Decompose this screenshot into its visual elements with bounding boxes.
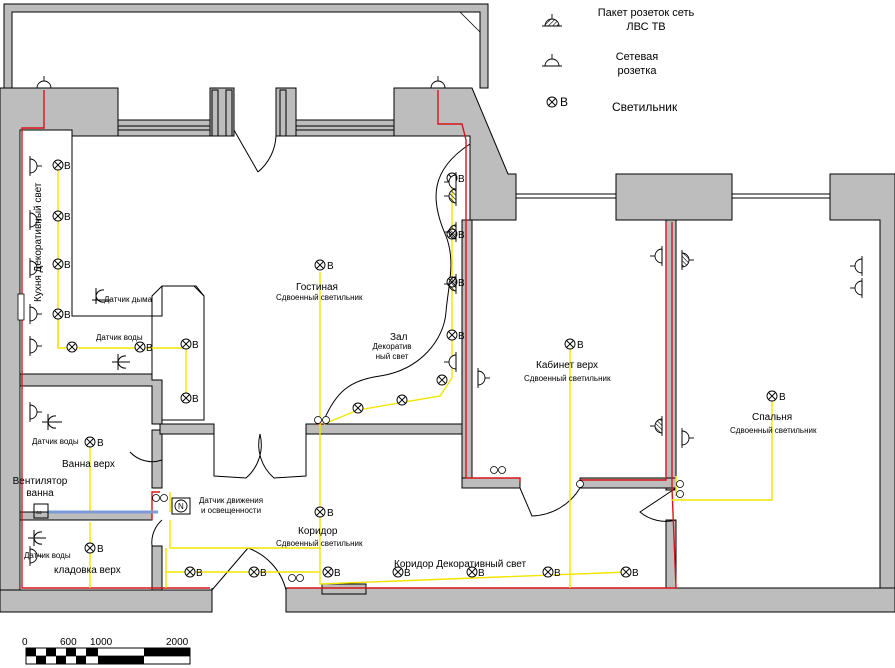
windows (118, 89, 830, 199)
svg-text:B: B (632, 568, 639, 579)
top-right-wall (393, 87, 517, 221)
svg-text:B: B (577, 340, 584, 351)
svg-text:B: B (260, 568, 267, 579)
hall-decorative-curve (323, 143, 471, 421)
svg-text:B: B (334, 568, 341, 579)
scale-label-1000: 1000 (90, 637, 113, 648)
svg-text:B: B (97, 544, 104, 555)
water-sensor-label-bath: Датчик воды (32, 437, 79, 446)
doors (129, 129, 677, 612)
hall-label: Зал (390, 332, 408, 343)
bottom-wall (0, 589, 213, 613)
svg-text:B: B (327, 508, 334, 519)
fan-label: Вентилятор ванна (12, 476, 68, 499)
scale-label-0: 0 (22, 637, 28, 648)
study-label: Кабинет верх (536, 359, 598, 371)
svg-text:B: B (404, 568, 411, 579)
scale-bar: 0 600 1000 2000 (22, 637, 191, 665)
svg-text:B: B (458, 278, 465, 289)
hall-deco-label: Декоратив ный свет (372, 342, 412, 361)
svg-text:B: B (458, 230, 465, 241)
motion-sensor-label: Датчик движения и освещенности (198, 496, 264, 515)
svg-text:B: B (192, 340, 199, 351)
room-labels: Кухня Декоративный свет Датчик дыма Датч… (12, 182, 817, 576)
bath-label: Ванна верх (62, 459, 115, 470)
svg-text:B: B (64, 161, 71, 172)
svg-text:B: B (560, 95, 568, 109)
water-sensor-label-storage: Датчик воды (24, 551, 71, 560)
svg-text:B: B (779, 392, 786, 403)
study-lamp-label: Сдвоенный светильник (524, 374, 611, 383)
svg-text:B: B (554, 568, 561, 579)
corridor-deco-label: Коридор Декоративный свет (394, 559, 527, 570)
svg-text:B: B (192, 394, 199, 405)
legend-lamp-label: Светильник (612, 100, 678, 114)
water-sensor-label-kitchen: Датчик воды (96, 333, 143, 342)
svg-text:B: B (64, 260, 71, 271)
lamp-marks: B B B B B B B B B B B B B B B B B B B B B B B B (64, 161, 786, 579)
bedroom-label: Спальня (752, 412, 792, 423)
svg-text:B: B (458, 331, 465, 342)
svg-text:B: B (64, 212, 71, 223)
svg-text:∞: ∞ (36, 508, 42, 517)
svg-text:B: B (478, 568, 485, 579)
svg-text:B: B (458, 174, 465, 185)
living-room-lamp-label: Сдвоенный светильник (276, 293, 363, 302)
svg-text:B: B (97, 438, 104, 449)
legend: B Пакет розеток сеть ЛВС ТВ Сетевая розе… (541, 7, 695, 114)
light-lines (57, 165, 773, 588)
corridor-lamp-label: Сдвоенный светильник (276, 539, 363, 548)
svg-text:N: N (178, 502, 184, 511)
svg-text:B: B (64, 310, 71, 321)
legend-socket-label: Сетевая розетка (615, 51, 659, 77)
scale-label-2000: 2000 (166, 637, 189, 648)
right-wall (829, 173, 895, 613)
kitchen-label: Кухня Декоративный свет (33, 182, 44, 302)
svg-text:B: B (327, 261, 334, 272)
balcony-wall (3, 3, 489, 89)
smoke-sensor-label: Датчик дыма (104, 295, 153, 304)
bedroom-lamp-label: Сдвоенный светильник (730, 426, 817, 435)
living-room-label: Гостиная (296, 282, 338, 293)
corridor-label: Коридор (298, 526, 338, 537)
sensors: N ∞ (17, 288, 684, 582)
scale-label-600: 600 (60, 637, 77, 648)
storage-label: кладовка верх (54, 565, 121, 576)
svg-text:B: B (146, 343, 153, 354)
walls (0, 3, 895, 613)
legend-lan-tv-label: Пакет розеток сеть ЛВС ТВ (597, 7, 695, 33)
svg-text:B: B (196, 568, 203, 579)
